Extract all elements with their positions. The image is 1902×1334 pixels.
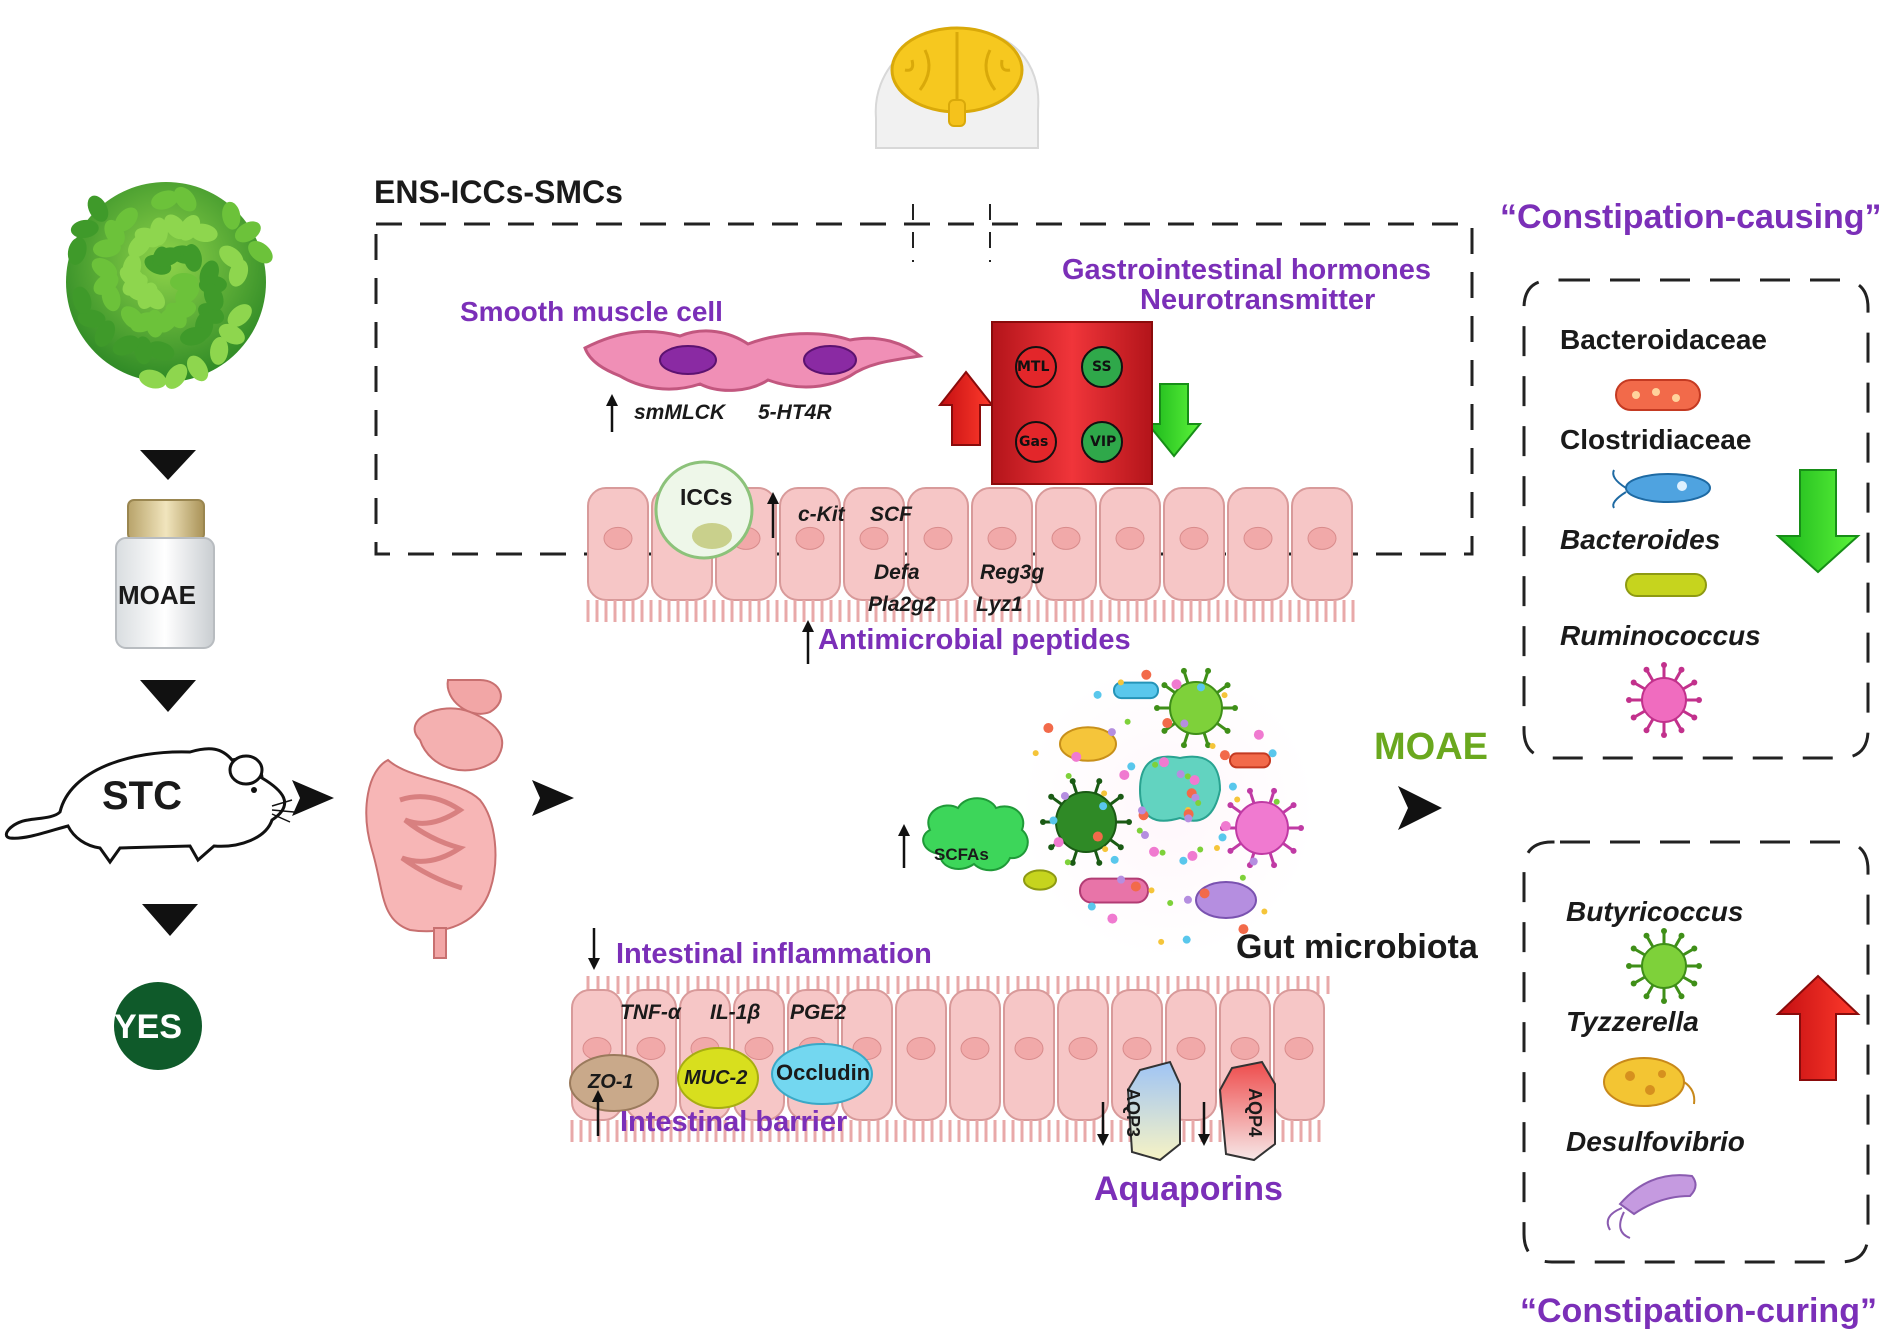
taxon-desulfovibrio: Desulfovibrio bbox=[1566, 1126, 1745, 1157]
hormone-mtl-label: MTL bbox=[1017, 359, 1050, 375]
hormone-up-arrow bbox=[937, 370, 995, 446]
aqp3-channel bbox=[1126, 1060, 1181, 1162]
aqp4-label: AQP4 bbox=[1245, 1088, 1265, 1138]
hormone-gas-circle bbox=[1015, 421, 1057, 463]
hormone-block bbox=[991, 321, 1153, 485]
zo1-blob bbox=[569, 1054, 659, 1112]
taxon-tyzzerella: Tyzzerella bbox=[1566, 1006, 1699, 1037]
smooth-muscle-cell-illustration bbox=[583, 329, 924, 392]
causing-title: “Constipation-causing” bbox=[1500, 198, 1882, 236]
upper-epithelium bbox=[586, 487, 1355, 622]
moae-vial-illustration bbox=[115, 499, 215, 649]
moae-to-panel-arrow bbox=[1398, 786, 1442, 830]
gut-microbiota-label: Gut microbiota bbox=[1236, 928, 1478, 966]
gene-smmlck: smMLCK bbox=[634, 401, 726, 424]
gene-scf: SCF bbox=[870, 503, 912, 526]
amp-title: Antimicrobial peptides bbox=[818, 624, 1131, 656]
neurotransmitter-title: Neurotransmitter bbox=[1140, 284, 1376, 316]
curing-title: “Constipation-curing” bbox=[1520, 1292, 1877, 1330]
flow-arrow-2 bbox=[140, 680, 196, 712]
curing-panel-border bbox=[1522, 840, 1870, 1264]
aqp4-channel bbox=[1218, 1060, 1276, 1162]
gene-il1b: IL-1β bbox=[710, 1001, 761, 1024]
stc-model-label: STC bbox=[102, 774, 182, 818]
yes-badge bbox=[114, 982, 202, 1070]
aqp3-label: AQP3 bbox=[1123, 1088, 1143, 1138]
clostridiaceae-icon bbox=[1612, 469, 1711, 509]
scfa-cloud bbox=[922, 797, 1029, 872]
causing-down-arrow bbox=[1775, 469, 1861, 574]
occludin-blob bbox=[771, 1043, 873, 1105]
icc-nucleus bbox=[692, 523, 732, 549]
aquaporin-title: Aquaporins bbox=[1094, 1170, 1283, 1208]
scfa-label: SCFAs bbox=[934, 845, 989, 864]
hormone-ss-label: SS bbox=[1092, 359, 1112, 375]
moringa-leaves-illustration bbox=[66, 182, 273, 389]
yes-label: YES bbox=[114, 1008, 183, 1046]
taxon-butyricoccus: Butyricoccus bbox=[1566, 896, 1744, 927]
gene-defa: Defa bbox=[874, 561, 920, 584]
flow-arrow-3 bbox=[142, 904, 198, 936]
gene-reg3g: Reg3g bbox=[980, 561, 1045, 584]
smooth-muscle-title: Smooth muscle cell bbox=[460, 296, 723, 327]
inflammation-title: Intestinal inflammation bbox=[616, 938, 932, 970]
butyricoccus-icon bbox=[1626, 928, 1702, 1004]
gut-microbiota-cluster bbox=[1020, 662, 1316, 958]
hormone-mtl-circle bbox=[1015, 346, 1057, 388]
icc-label: ICCs bbox=[680, 484, 733, 510]
taxon-bacteroidaceae: Bacteroidaceae bbox=[1560, 324, 1768, 355]
moae-arrow-label: MOAE bbox=[1374, 726, 1488, 768]
flow-arrow-to-intestine bbox=[292, 780, 334, 816]
brain-icon bbox=[874, 26, 1040, 149]
ens-box-border bbox=[374, 222, 1474, 556]
tyzzerella-icon bbox=[1603, 1057, 1696, 1107]
hormone-gas-label: Gas bbox=[1019, 434, 1049, 450]
muc2-label: MUC-2 bbox=[684, 1067, 748, 1089]
hormone-title: Gastrointestinal hormones bbox=[1062, 254, 1432, 286]
flow-arrow-1 bbox=[140, 450, 196, 480]
zo1-label: ZO-1 bbox=[588, 1071, 634, 1093]
gene-tnfa: TNF-α bbox=[620, 1001, 681, 1024]
muc2-blob bbox=[677, 1047, 759, 1109]
bacteroides-icon bbox=[1625, 573, 1707, 597]
curing-up-arrow bbox=[1775, 974, 1861, 1081]
taxon-bacteroides: Bacteroides bbox=[1560, 524, 1721, 555]
page-title: ENS-ICCs-SMCs bbox=[374, 174, 623, 210]
causing-panel-border bbox=[1522, 278, 1870, 760]
ruminococcus-icon bbox=[1626, 662, 1702, 738]
gene-lyz1: Lyz1 bbox=[976, 593, 1023, 616]
hormone-ss-circle bbox=[1081, 346, 1123, 388]
gene-pla2g2: Pla2g2 bbox=[868, 593, 936, 616]
taxon-clostridiaceae: Clostridiaceae bbox=[1560, 424, 1752, 455]
gene-5ht4r: 5-HT4R bbox=[758, 401, 832, 424]
hormone-vip-circle bbox=[1081, 421, 1123, 463]
occludin-label: Occludin bbox=[776, 1060, 871, 1085]
bacteroidaceae-icon bbox=[1615, 379, 1701, 411]
barrier-title: Intestinal barrier bbox=[620, 1106, 848, 1138]
mouse-illustration bbox=[4, 747, 295, 865]
hormone-vip-label: VIP bbox=[1090, 434, 1117, 450]
moae-vial-label: MOAE bbox=[118, 580, 196, 610]
intestine-illustration bbox=[365, 679, 504, 959]
desulfovibrio-icon bbox=[1606, 1174, 1697, 1239]
flow-arrow-to-top-box bbox=[532, 780, 574, 816]
taxon-ruminococcus: Ruminococcus bbox=[1560, 620, 1761, 651]
gene-pge2: PGE2 bbox=[790, 1001, 847, 1024]
hormone-down-arrow bbox=[1145, 383, 1203, 458]
gene-ckit: c-Kit bbox=[798, 503, 845, 526]
